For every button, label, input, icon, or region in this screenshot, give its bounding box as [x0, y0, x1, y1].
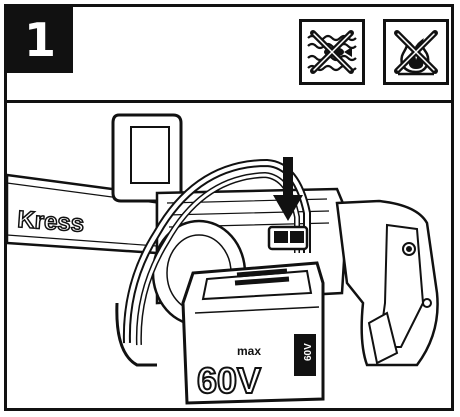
step-number: 1: [23, 13, 56, 67]
battery-side-voltage: 60V: [303, 343, 314, 361]
chainsaw-drawing: Kress 60V max 60V: [7, 113, 439, 405]
panel-header: 1: [7, 7, 451, 103]
battery-side-label: [294, 334, 316, 376]
step-number-badge: 1: [7, 7, 73, 73]
battery-max-label: max: [237, 344, 261, 358]
battery-voltage: 60V: [197, 360, 261, 401]
chainsaw-illustration: Kress 60V max 60V: [7, 103, 451, 408]
arrow-down-icon: [273, 157, 303, 221]
brand-label: Kress: [17, 206, 85, 238]
no-water-icon: [299, 19, 365, 85]
instruction-panel: 1: [4, 4, 454, 411]
no-fire-icon: [383, 19, 449, 85]
